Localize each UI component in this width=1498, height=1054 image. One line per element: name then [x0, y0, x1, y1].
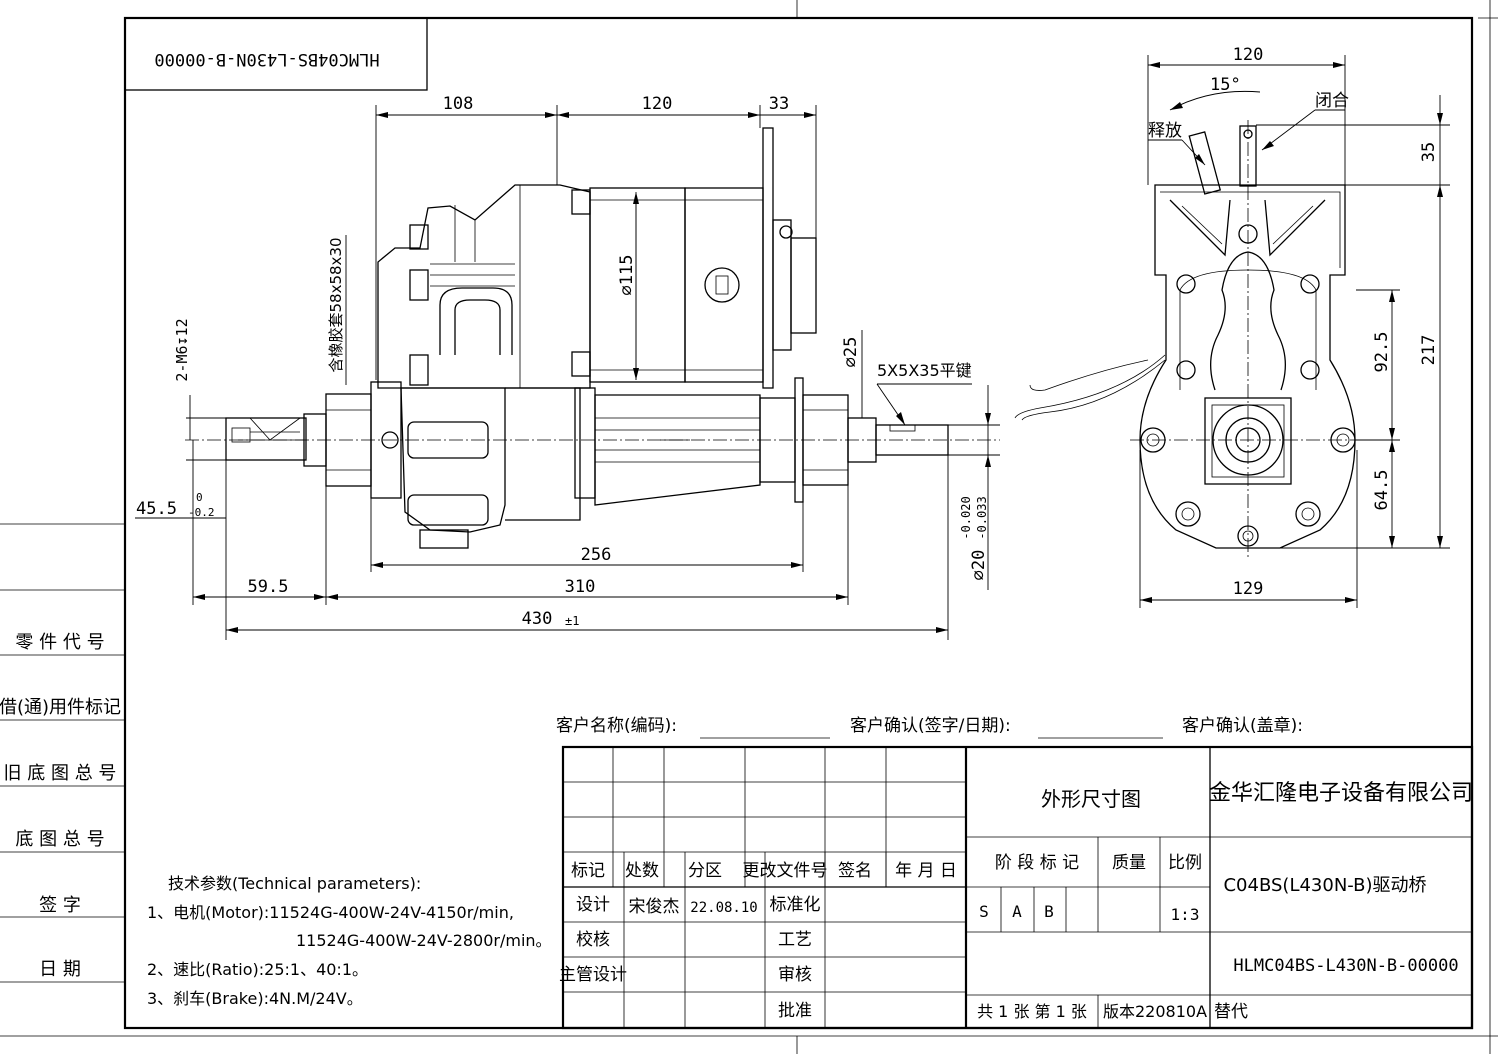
side-dim-129: 129	[1233, 579, 1264, 599]
dim-33: 33	[769, 94, 789, 114]
tb-process-label: 工艺	[778, 930, 812, 950]
axle-tube	[505, 377, 849, 521]
left-row-signature: 签 字	[39, 895, 81, 916]
tb-sheets: 共 1 张 第 1 张	[977, 1002, 1087, 1021]
tb-drawing-number: HLMC04BS-L430N-B-00000	[1233, 956, 1458, 976]
tb-company: 金华汇隆电子设备有限公司	[1209, 781, 1473, 806]
motor-body	[589, 127, 817, 389]
dim-45-5-tol-upper: 0	[196, 491, 203, 504]
tb-standardize-label: 标准化	[770, 895, 821, 915]
dim-430: 430	[522, 609, 553, 629]
tb-product-name: C04BS(L430N-B)驱动桥	[1223, 875, 1426, 896]
tb-check-label: 校核	[576, 930, 610, 950]
tb-approve-label: 批准	[778, 1001, 812, 1021]
tb-header-change-doc: 更改文件号	[743, 861, 828, 881]
key-label: 5X5X35平键	[877, 361, 972, 380]
tb-stage-s: S	[979, 902, 989, 921]
dim-45-5-tol-lower: -0.2	[188, 506, 215, 519]
dim-310: 310	[565, 577, 596, 597]
release-label: 释放	[1148, 121, 1182, 141]
left-shaft	[225, 413, 327, 467]
tb-design-date: 22.08.10	[690, 900, 757, 916]
tb-drawing-title: 外形尺寸图	[1041, 787, 1141, 811]
front-bottom-dimensions: 256 59.5 310 430 ±1	[192, 440, 949, 640]
dim-256: 256	[581, 545, 612, 565]
side-dim-92-5: 92.5	[1372, 332, 1392, 373]
rubber-sleeve-label: 含橡胶套58x58x30	[327, 237, 345, 372]
close-label: 闭合	[1315, 91, 1349, 111]
left-row-date: 日 期	[39, 959, 81, 980]
tech-params-title: 技术参数(Technical parameters):	[168, 874, 421, 893]
tb-header-signature: 签名	[838, 861, 872, 881]
front-top-dimensions: 108 120 33	[375, 94, 817, 380]
tb-scale-value: 1:3	[1171, 905, 1200, 924]
tech-params: 技术参数(Technical parameters): 1、电机(Motor):…	[147, 874, 552, 1008]
tb-designer: 宋俊杰	[629, 897, 680, 917]
tb-mass-label: 质量	[1112, 853, 1146, 873]
customer-name-label: 客户名称(编码):	[556, 716, 677, 736]
tech-params-line3: 2、速比(Ratio):25:1、40:1。	[147, 960, 368, 979]
dim-dia25: ⌀25	[841, 337, 861, 368]
dim-108: 108	[443, 94, 474, 114]
dim-dia20-tol-upper: -0.020	[959, 496, 973, 539]
tech-params-line1: 1、电机(Motor):11524G-400W-24V-4150r/min,	[147, 903, 514, 922]
tb-scale-label: 比例	[1168, 853, 1202, 873]
tb-review-label: 审核	[778, 965, 812, 985]
tb-design-label: 设计	[576, 895, 610, 915]
left-row-base-number: 底 图 总 号	[15, 829, 104, 850]
dim-430-tol: ±1	[565, 614, 579, 628]
gearbox-housing	[377, 184, 591, 549]
tech-params-line4: 3、刹车(Brake):4N.M/24V。	[147, 989, 363, 1008]
customer-confirm-sign-label: 客户确认(签字/日期):	[850, 716, 1011, 736]
tb-header-date: 年 月 日	[895, 861, 957, 881]
front-view: 108 120 33 ⌀115 含橡胶套58x58x30 2-M6↧12 ⌀25…	[135, 94, 1000, 640]
side-dim-217: 217	[1419, 335, 1439, 366]
dim-120-front: 120	[642, 94, 673, 114]
title-block: 标记 处数 分区 更改文件号 签名 年 月 日 设计 宋俊杰 22.08.10 …	[559, 745, 1474, 1030]
left-row-old-base-number: 旧 底 图 总 号	[4, 763, 117, 784]
dim-45-5: 45.5	[136, 499, 177, 519]
side-view: 120 15° 释放 闭合 35 217 92.5 64.5	[1014, 45, 1450, 608]
dim-dia20: ⌀20	[969, 550, 989, 581]
tb-replace-label: 替代	[1214, 1002, 1248, 1022]
side-dim-35: 35	[1419, 142, 1439, 162]
tb-stage-label: 阶 段 标 记	[995, 853, 1079, 873]
tb-chief-label: 主管设计	[559, 965, 627, 985]
thread-label: 2-M6↧12	[173, 318, 191, 381]
side-dim-15deg: 15°	[1210, 75, 1241, 95]
tb-stage-b: B	[1044, 902, 1054, 921]
tech-params-line2: 11524G-400W-24V-2800r/min。	[296, 931, 552, 950]
tb-header-mark: 标记	[571, 861, 605, 881]
left-row-part-code: 零 件 代 号	[15, 632, 104, 653]
side-dim-64-5: 64.5	[1372, 470, 1392, 511]
left-row-borrow-mark: 借(通)用件标记	[0, 697, 121, 718]
left-column-table: 零 件 代 号 借(通)用件标记 旧 底 图 总 号 底 图 总 号 签 字 日…	[0, 523, 125, 983]
drawing-number-stamp: HLMC04BS-L430N-B-00000	[124, 17, 428, 91]
tb-version: 版本220810A	[1103, 1002, 1207, 1021]
stamp-number-text: HLMC04BS-L430N-B-00000	[154, 49, 379, 69]
dim-dia20-tol-lower: -0.033	[975, 496, 989, 539]
tb-stage-a: A	[1012, 902, 1022, 921]
dim-59-5: 59.5	[248, 577, 289, 597]
tb-header-count: 处数	[625, 861, 659, 881]
customer-confirm-stamp-label: 客户确认(盖章):	[1182, 716, 1303, 736]
tb-header-zone: 分区	[688, 861, 722, 881]
dim-dia115: ⌀115	[617, 255, 637, 296]
customer-line: 客户名称(编码): 客户确认(签字/日期): 客户确认(盖章):	[556, 716, 1303, 739]
side-dim-120: 120	[1233, 45, 1264, 65]
